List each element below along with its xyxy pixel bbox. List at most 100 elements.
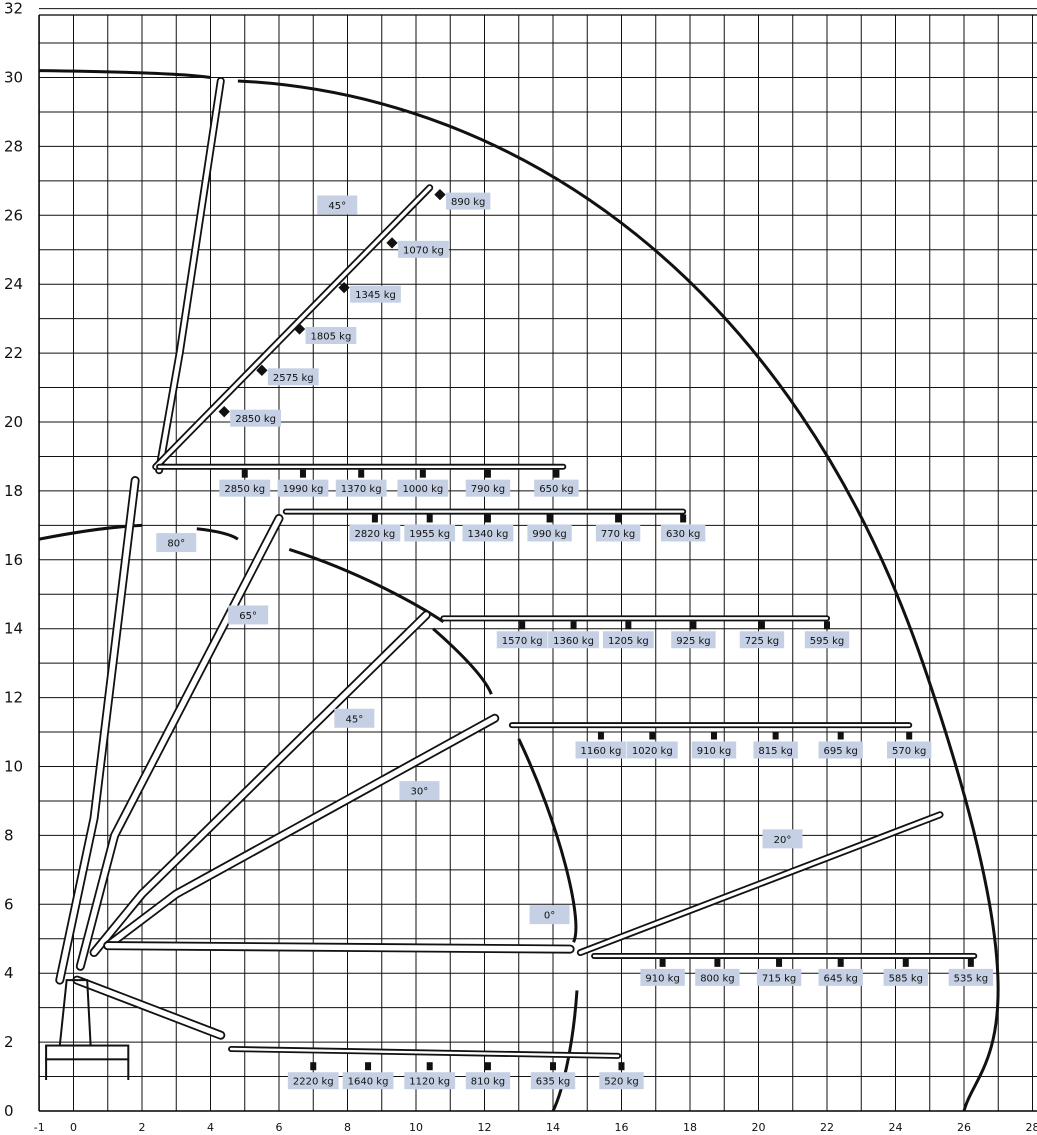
load-label-box [404, 1072, 456, 1090]
y-tick-label: 28 [4, 137, 23, 155]
x-tick-label: 12 [478, 1121, 492, 1134]
angle-label: 30° [411, 787, 429, 798]
load-label-box [462, 524, 514, 542]
load-label-box [305, 326, 357, 344]
truck-base [45, 979, 130, 1080]
angle-label-box [334, 708, 375, 728]
angle-label: 0° [544, 911, 555, 922]
angle-label: 20° [774, 835, 792, 846]
load-label-box [599, 1072, 644, 1090]
reach-envelope [38, 69, 1000, 1112]
load-marker [484, 1062, 491, 1071]
load-label: 2820 kg [355, 529, 396, 540]
load-label: 570 kg [892, 746, 926, 757]
boom-80-jib-inner [156, 78, 223, 473]
load-marker [772, 731, 779, 740]
load-label-box [465, 1072, 511, 1090]
load-marker [902, 958, 909, 967]
envelope-0 [551, 990, 579, 1112]
x-tick-label: 6 [276, 1121, 283, 1134]
load-marker [776, 958, 783, 967]
load-label-box [342, 1072, 394, 1090]
load-marker [371, 514, 378, 523]
load-label-box [602, 631, 654, 649]
load-label: 1205 kg [608, 636, 649, 647]
load-marker [241, 469, 248, 478]
y-tick-label: 22 [4, 344, 23, 362]
load-marker [358, 469, 365, 478]
load-label: 790 kg [471, 484, 505, 495]
load-label: 695 kg [823, 746, 857, 757]
load-label-box [527, 524, 572, 542]
load-marker [386, 237, 398, 249]
load-marker [553, 469, 560, 478]
load-label: 535 kg [954, 973, 988, 984]
load-label: 2575 kg [273, 373, 314, 384]
load-label-box [534, 479, 579, 497]
load-label-box [277, 479, 329, 497]
load-marker [906, 731, 913, 740]
y-tick-label: 24 [4, 275, 23, 293]
y-tick-label: 12 [4, 689, 23, 707]
angle-label-box [529, 905, 570, 925]
y-tick-label: 18 [4, 482, 23, 500]
load-label: 910 kg [645, 973, 679, 984]
load-label-box [267, 368, 319, 386]
load-label-box [660, 524, 706, 542]
load-marker [484, 514, 491, 523]
load-label-box [465, 479, 511, 497]
y-tick-label: 30 [4, 69, 23, 87]
angle-label-box [156, 533, 197, 553]
angle-label-box [762, 829, 803, 849]
load-marker [550, 1062, 556, 1071]
load-label-box [595, 524, 641, 542]
load-marker [546, 514, 553, 523]
load-label-box [671, 631, 716, 649]
y-tick-label: 20 [4, 413, 23, 431]
angle-label-box [317, 195, 358, 215]
load-marker [519, 621, 526, 630]
load-label: 1370 kg [341, 484, 382, 495]
load-label-box [350, 285, 401, 303]
load-label: 815 kg [758, 746, 792, 757]
load-label-box [818, 741, 863, 759]
load-label-box [230, 409, 281, 427]
load-marker [618, 1062, 625, 1071]
envelope-65 [288, 548, 445, 624]
boom-65-inner [77, 515, 282, 970]
load-label: 770 kg [601, 529, 635, 540]
x-tick-label: 0 [70, 1121, 77, 1134]
load-marker [426, 514, 433, 523]
x-tick-label: 10 [409, 1121, 423, 1134]
load-marker [426, 1062, 433, 1071]
x-tick-label: 18 [683, 1121, 697, 1134]
load-label-box [530, 1072, 576, 1090]
load-label: 1360 kg [553, 636, 594, 647]
load-label-box [287, 1072, 339, 1090]
angle-label-box [399, 781, 440, 801]
jib-1-inner [229, 1047, 620, 1058]
load-label: 2850 kg [235, 414, 276, 425]
load-marker [299, 469, 306, 478]
angle-label: 45° [328, 201, 346, 212]
x-tick-label: 4 [207, 1121, 214, 1134]
load-marker [597, 731, 604, 740]
boom-45-inner [91, 612, 429, 956]
load-label-box [404, 524, 456, 542]
y-tick-label: 4 [4, 964, 14, 982]
load-marker [338, 281, 350, 294]
load-label-box [335, 479, 387, 497]
load-label: 645 kg [823, 973, 857, 984]
load-label: 890 kg [451, 197, 485, 208]
x-tick-label: 8 [344, 1121, 351, 1134]
envelope-top-left [39, 69, 211, 79]
load-marker [484, 469, 491, 478]
y-tick-label: 8 [4, 826, 14, 844]
load-label: 520 kg [604, 1077, 638, 1088]
y-tick-label: 26 [4, 206, 23, 224]
load-label-box [496, 631, 548, 649]
load-label-box [883, 968, 928, 986]
boom-80-inner [57, 477, 138, 983]
load-marker [690, 621, 697, 630]
